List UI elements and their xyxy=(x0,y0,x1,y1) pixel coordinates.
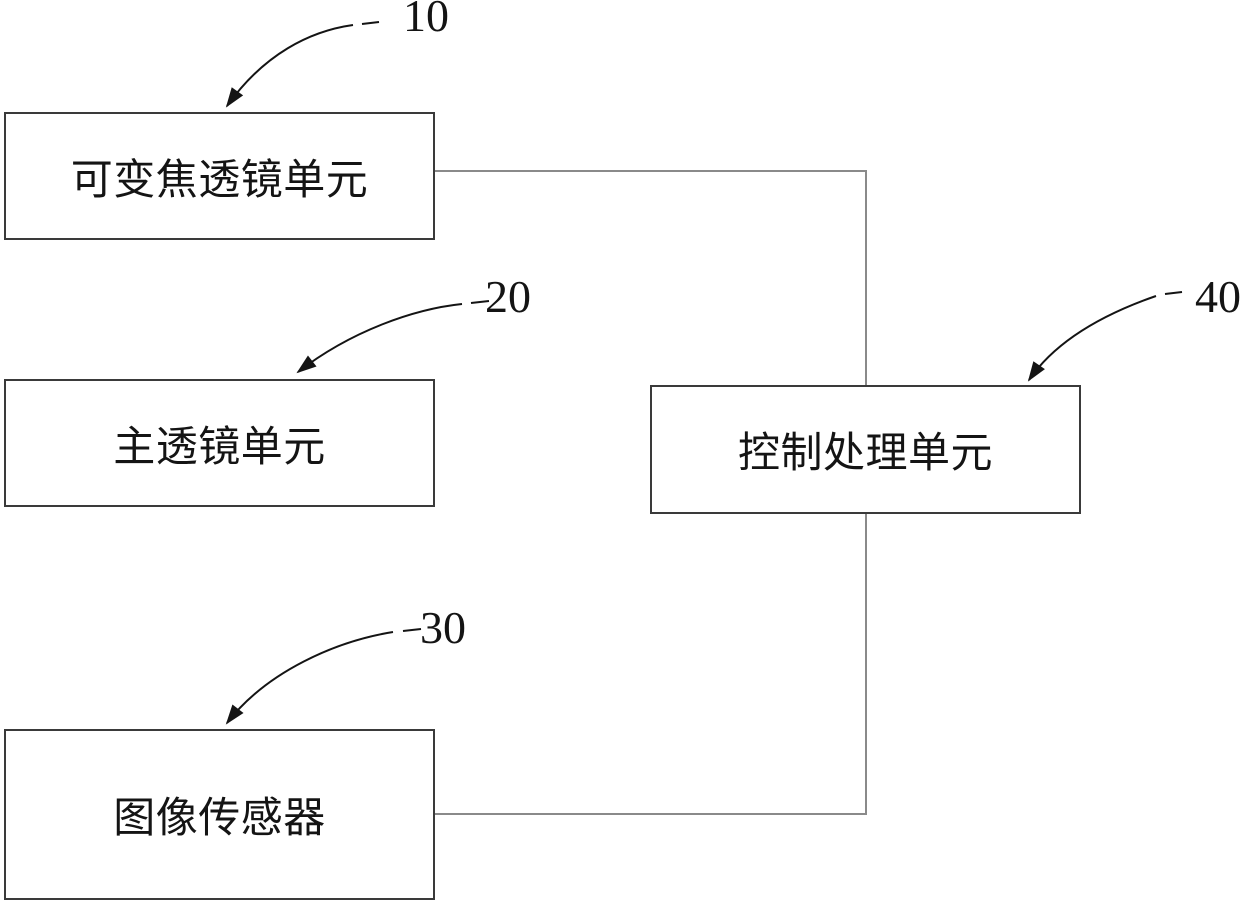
node-image-sensor: 图像传感器 xyxy=(4,729,435,900)
node-label-image-sensor: 图像传感器 xyxy=(113,796,326,842)
leader-line-20 xyxy=(296,303,463,374)
ref-label-10: 10 xyxy=(403,0,449,41)
connector-node30-to-node40 xyxy=(435,514,867,815)
node-label-control-processing-unit: 控制处理单元 xyxy=(737,431,993,477)
ref-label-20: 20 xyxy=(485,271,531,322)
ref-label-40: 40 xyxy=(1195,271,1240,322)
leader-dash-10 xyxy=(361,21,380,25)
node-label-main-lens-unit: 主透镜单元 xyxy=(113,424,326,471)
leader-line-10 xyxy=(225,24,354,108)
leader-dash-40 xyxy=(1164,291,1183,295)
node-control-processing-unit: 控制处理单元 xyxy=(650,385,1081,514)
ref-label-30: 30 xyxy=(420,602,466,653)
leader-line-30 xyxy=(225,631,394,725)
leader-line-40 xyxy=(1027,295,1157,382)
node-label-variable-focus-lens-unit: 可变焦透镜单元 xyxy=(70,157,369,204)
node-variable-focus-lens-unit: 可变焦透镜单元 xyxy=(4,112,435,240)
leader-dash-30 xyxy=(402,628,422,632)
node-main-lens-unit: 主透镜单元 xyxy=(4,379,435,507)
